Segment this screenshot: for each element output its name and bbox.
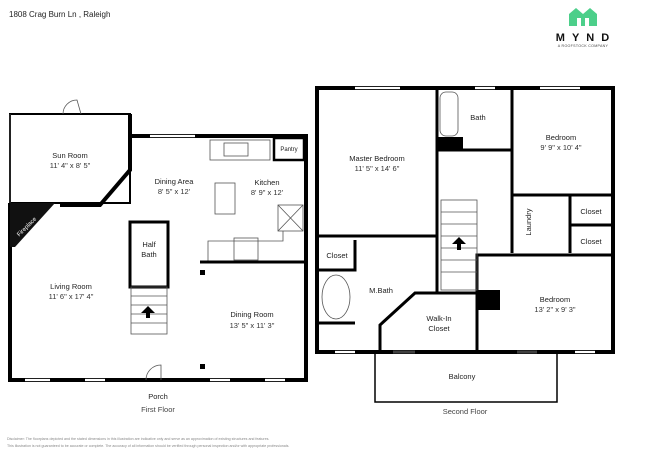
room-dims: 8' 9" x 12' bbox=[251, 188, 284, 197]
room-name: Closet bbox=[580, 237, 602, 246]
room-name: Bath bbox=[470, 113, 485, 122]
room-dims: 8' 5" x 12' bbox=[158, 187, 191, 196]
logo-name: MYND bbox=[555, 32, 617, 44]
room-dims: 11' 4" x 8' 5" bbox=[50, 161, 91, 170]
disclaimer-line: Disclaimer: The floorplans depicted and … bbox=[7, 437, 270, 441]
room-name: Laundry bbox=[524, 208, 533, 235]
first-floor-caption: First Floor bbox=[141, 405, 175, 414]
room-name: Dining Area bbox=[155, 177, 195, 186]
house-logo-icon bbox=[569, 8, 597, 26]
property-address: 1808 Crag Burn Ln , Raleigh bbox=[9, 10, 111, 19]
disclaimer: Disclaimer: The floorplans depicted and … bbox=[7, 436, 289, 450]
room-name: Dining Room bbox=[230, 310, 273, 319]
disclaimer-line: This illustration is not guaranteed to b… bbox=[7, 444, 290, 448]
room-name: Master Bedroom bbox=[349, 154, 404, 163]
logo-tagline: A ROOFSTOCK COMPANY bbox=[557, 44, 609, 48]
walk-in-line1: Walk-In bbox=[426, 314, 451, 323]
room-dims: 11' 6" x 17' 4" bbox=[49, 292, 94, 301]
first-floor-plan: Fireplace Sun Room 11' 4" x 8' 5" Dining… bbox=[8, 99, 308, 414]
room-name: Balcony bbox=[449, 372, 476, 381]
room-dims: 11' 5" x 14' 6" bbox=[355, 164, 400, 173]
porch-label: Porch bbox=[148, 392, 168, 401]
room-name: Pantry bbox=[280, 147, 297, 153]
floor-plans: Fireplace Sun Room 11' 4" x 8' 5" Dining… bbox=[8, 86, 615, 416]
stairs-up-arrow-icon bbox=[452, 237, 466, 250]
room-name: Bedroom bbox=[540, 295, 570, 304]
stairs-up-arrow-icon bbox=[141, 306, 155, 318]
mynd-logo: MYND A ROOFSTOCK COMPANY bbox=[548, 6, 618, 48]
room-dims: 13' 2" x 9' 3" bbox=[534, 305, 575, 314]
room-name: Bedroom bbox=[546, 133, 576, 142]
room-dims: 9' 9" x 10' 4" bbox=[540, 143, 581, 152]
second-floor-plan: Master Bedroom 11' 5" x 14' 6" Bath Bedr… bbox=[315, 86, 615, 416]
room-dims: 13' 5" x 11' 3" bbox=[230, 321, 275, 330]
second-floor-caption: Second Floor bbox=[443, 407, 488, 416]
fireplace bbox=[10, 203, 55, 247]
room-name: M.Bath bbox=[369, 286, 393, 295]
room-name: Closet bbox=[580, 207, 602, 216]
room-name: Kitchen bbox=[254, 178, 279, 187]
room-name: Sun Room bbox=[52, 151, 87, 160]
room-name: Living Room bbox=[50, 282, 92, 291]
room-name: Closet bbox=[326, 251, 348, 260]
walk-in-line2: Closet bbox=[428, 324, 450, 333]
